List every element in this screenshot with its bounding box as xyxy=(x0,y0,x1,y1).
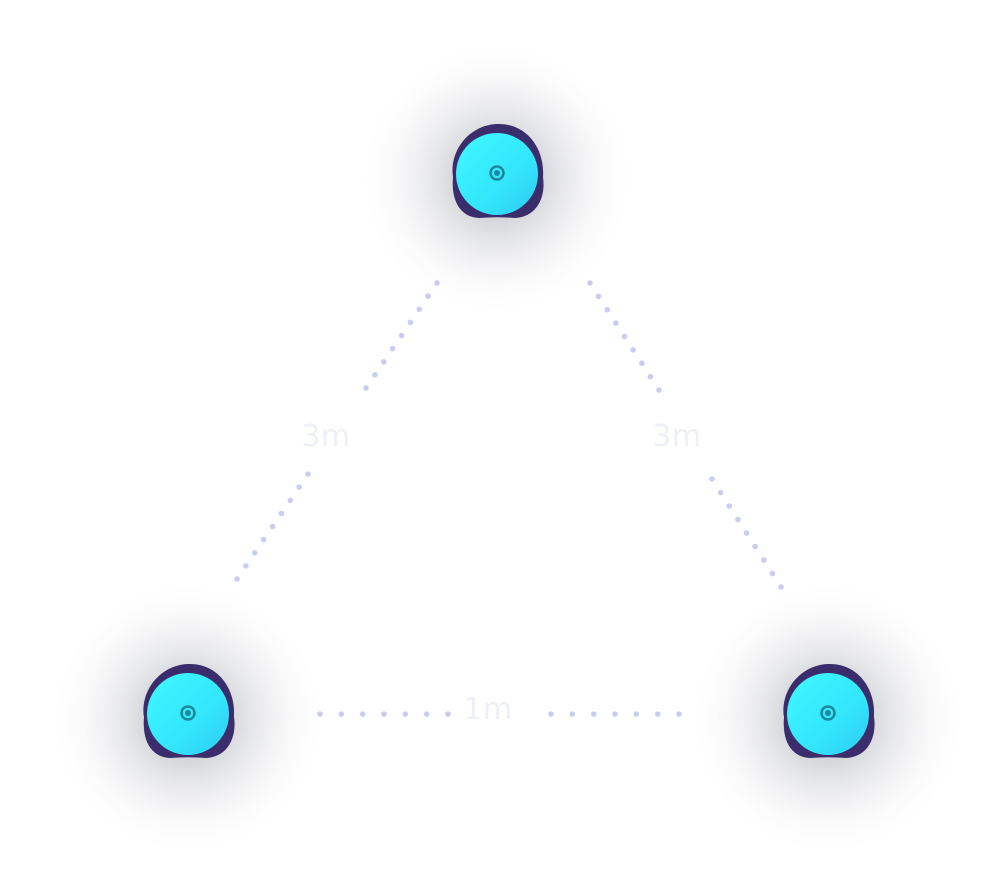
edge-dot xyxy=(743,530,750,536)
edge-dot xyxy=(613,320,619,326)
distance-label-left: 3m xyxy=(301,419,351,454)
edge-dot xyxy=(630,347,636,353)
distance-label-bottom: 1m xyxy=(463,692,513,727)
edge-dot xyxy=(278,510,285,517)
edge-dot xyxy=(381,711,387,717)
edge-dot xyxy=(398,332,405,339)
edge-dot xyxy=(363,385,369,391)
edge-bottom-left xyxy=(317,711,451,717)
edge-dot xyxy=(752,543,758,550)
edge-dot xyxy=(317,711,323,717)
edge-dot xyxy=(305,471,311,477)
edge-right-upper xyxy=(587,280,662,393)
edge-dot xyxy=(243,563,249,569)
anchor-node-bottom-left[interactable] xyxy=(143,663,235,758)
anchor-node-top[interactable] xyxy=(452,123,544,218)
edge-dot xyxy=(633,711,640,717)
edge-dot xyxy=(654,711,661,717)
edge-dot xyxy=(445,711,451,717)
edge-dot xyxy=(338,711,345,717)
edge-dot xyxy=(548,711,554,717)
anchor-node-icon xyxy=(452,123,544,218)
edge-left-lower xyxy=(234,471,311,582)
edge-dot xyxy=(647,373,654,380)
edge-dot xyxy=(260,536,267,543)
anchor-node-bottom-right[interactable] xyxy=(783,663,875,758)
edge-dot xyxy=(778,584,784,590)
edge-dot xyxy=(612,711,618,717)
distance-label-right: 3m xyxy=(652,419,702,454)
edge-left-upper xyxy=(363,280,440,391)
edge-dot xyxy=(639,360,645,367)
edge-dot xyxy=(587,280,593,286)
dotted-edges xyxy=(234,280,784,717)
edge-dot xyxy=(726,503,733,509)
edge-dot xyxy=(234,576,240,582)
edge-dot xyxy=(590,711,597,717)
edge-right-lower xyxy=(709,476,784,590)
edge-dot xyxy=(769,570,776,577)
anchor-node-icon xyxy=(143,663,235,758)
edge-dot xyxy=(761,557,767,563)
edge-dot xyxy=(656,387,662,393)
edge-dot xyxy=(269,523,276,530)
edge-dot xyxy=(709,476,715,482)
edge-dot xyxy=(407,319,414,326)
edge-dot xyxy=(296,484,302,490)
edge-dot xyxy=(676,711,682,717)
edge-dot xyxy=(359,711,366,717)
edge-dot xyxy=(717,489,724,496)
edge-dot xyxy=(604,307,611,313)
edge-dot xyxy=(416,306,423,313)
edge-dot xyxy=(252,550,258,556)
edge-dot xyxy=(423,711,430,717)
edge-dot xyxy=(287,497,294,504)
edge-dot xyxy=(389,345,396,352)
edge-dot xyxy=(595,293,602,300)
edge-bottom-right xyxy=(548,711,682,717)
edge-dot xyxy=(381,359,387,365)
edge-dot xyxy=(434,280,440,286)
edge-dot xyxy=(735,516,741,523)
edge-dot xyxy=(621,333,628,340)
edge-dot xyxy=(372,372,378,378)
edge-dot xyxy=(425,293,431,299)
edge-dot xyxy=(402,711,409,717)
anchor-node-icon xyxy=(783,663,875,758)
edge-dot xyxy=(569,711,576,717)
